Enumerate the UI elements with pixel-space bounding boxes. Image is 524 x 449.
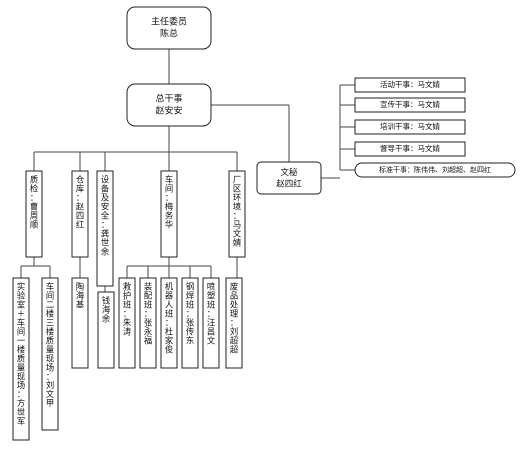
chief-officer-node-box (126, 83, 212, 127)
equipment-staff-node: 钱海余 (97, 291, 115, 369)
training-officer-node-box (354, 119, 466, 135)
painting-team-node: 喷塑班：汪昌文 (202, 277, 220, 369)
workshop-node-box (160, 170, 178, 258)
floor-2-3-quality-node-label: 车间二楼三楼质量现场：刘文甲 (46, 282, 55, 409)
waste-handling-node-label: 废品处理：刘超超 (230, 282, 239, 355)
robot-team-node-box (160, 277, 178, 369)
quality-inspection-node: 质检：曹周顺 (25, 170, 43, 258)
warehouse-node-box (71, 170, 89, 258)
standards-officer-node-label: 标准干事：陈伟伟、刘超超、赵四红 (379, 165, 491, 174)
org-nodes: 主任委员陈总总干事赵安安文秘赵四红活动干事：马文婧宣传干事：马文婧培训干事：马文… (12, 6, 516, 441)
equipment-safety-node-label: 设备及安全：龚世余 (101, 175, 110, 257)
warehouse-node: 仓库：赵四红 (71, 170, 89, 258)
plant-environment-node-label: 厂区环境：马文婧 (233, 175, 242, 248)
publicity-officer-node-label: 宣传干事：马文婧 (380, 99, 440, 109)
assembly-team-node-box (139, 277, 157, 369)
warehouse-staff-node-box (71, 277, 89, 369)
publicity-officer-node-box (354, 97, 466, 113)
warehouse-node-label: 仓库：赵四红 (76, 175, 85, 230)
quality-inspection-node-label: 质检：曹周顺 (30, 175, 39, 230)
workshop-node-label: 车间：梅务华 (165, 175, 173, 230)
connector-lines (20, 49, 355, 292)
workshop-node: 车间：梅务华 (160, 170, 178, 258)
assembly-team-node-label: 装配班：张永福 (144, 282, 153, 346)
director-node-label: 陈总 (160, 28, 178, 40)
chief-officer-node-label: 赵安安 (155, 105, 182, 117)
director-node-label: 主任委员 (151, 16, 187, 28)
plant-environment-node-box (228, 170, 246, 258)
publicity-officer-node: 宣传干事：马文婧 (354, 97, 466, 113)
standards-officer-node-box (354, 162, 516, 178)
painting-team-node-label: 喷塑班：汪昌文 (207, 282, 216, 346)
secretary-node-label: 赵四红 (276, 178, 302, 189)
equipment-safety-node: 设备及安全：龚世余 (96, 170, 114, 287)
equipment-staff-node-box (97, 291, 115, 369)
rescue-team-node: 救护班：朱涛 (118, 277, 136, 369)
rescue-team-node-box (118, 277, 136, 369)
floor-2-3-quality-node: 车间二楼三楼质量现场：刘文甲 (41, 277, 59, 431)
floor-2-3-quality-node-box (41, 277, 59, 431)
supervision-officer-node-box (354, 141, 466, 157)
lab-quality-node-box (12, 277, 30, 441)
chief-officer-node-label: 总干事 (155, 93, 182, 105)
activity-officer-node-label: 活动干事：马文婧 (380, 79, 440, 89)
robot-team-node: 机器人班：杜家俊 (160, 277, 178, 369)
activity-officer-node: 活动干事：马文婧 (354, 77, 466, 93)
waste-handling-node: 废品处理：刘超超 (225, 277, 243, 369)
secretary-node-label: 文秘 (280, 167, 298, 178)
secretary-node-box (256, 161, 322, 195)
supervision-officer-node-label: 督导干事：马文婧 (380, 143, 440, 153)
welding-team-node-box (181, 277, 199, 369)
painting-team-node-box (202, 277, 220, 369)
lab-quality-node-label: 实验室＋车间一楼质量现场：方世军 (17, 282, 26, 426)
equipment-staff-node-label: 钱海余 (102, 296, 111, 324)
supervision-officer-node: 督导干事：马文婧 (354, 141, 466, 157)
assembly-team-node: 装配班：张永福 (139, 277, 157, 369)
waste-handling-node-box (225, 277, 243, 369)
equipment-safety-node-box (96, 170, 114, 287)
director-node-box (126, 6, 212, 50)
quality-inspection-node-box (25, 170, 43, 258)
warehouse-staff-node: 陶海基 (71, 277, 89, 369)
welding-team-node: 钢焊班：张传东 (181, 277, 199, 369)
plant-environment-node: 厂区环境：马文婧 (228, 170, 246, 258)
activity-officer-node-box (354, 77, 466, 93)
welding-team-node-label: 钢焊班：张传东 (186, 282, 195, 346)
warehouse-staff-node-label: 陶海基 (76, 282, 85, 310)
standards-officer-node: 标准干事：陈伟伟、刘超超、赵四红 (354, 162, 516, 178)
lab-quality-node: 实验室＋车间一楼质量现场：方世军 (12, 277, 30, 441)
robot-team-node-label: 机器人班：杜家俊 (165, 282, 174, 355)
training-officer-node-label: 培训干事：马文婧 (380, 121, 440, 131)
training-officer-node: 培训干事：马文婧 (354, 119, 466, 135)
rescue-team-node-label: 救护班：朱涛 (123, 282, 132, 337)
